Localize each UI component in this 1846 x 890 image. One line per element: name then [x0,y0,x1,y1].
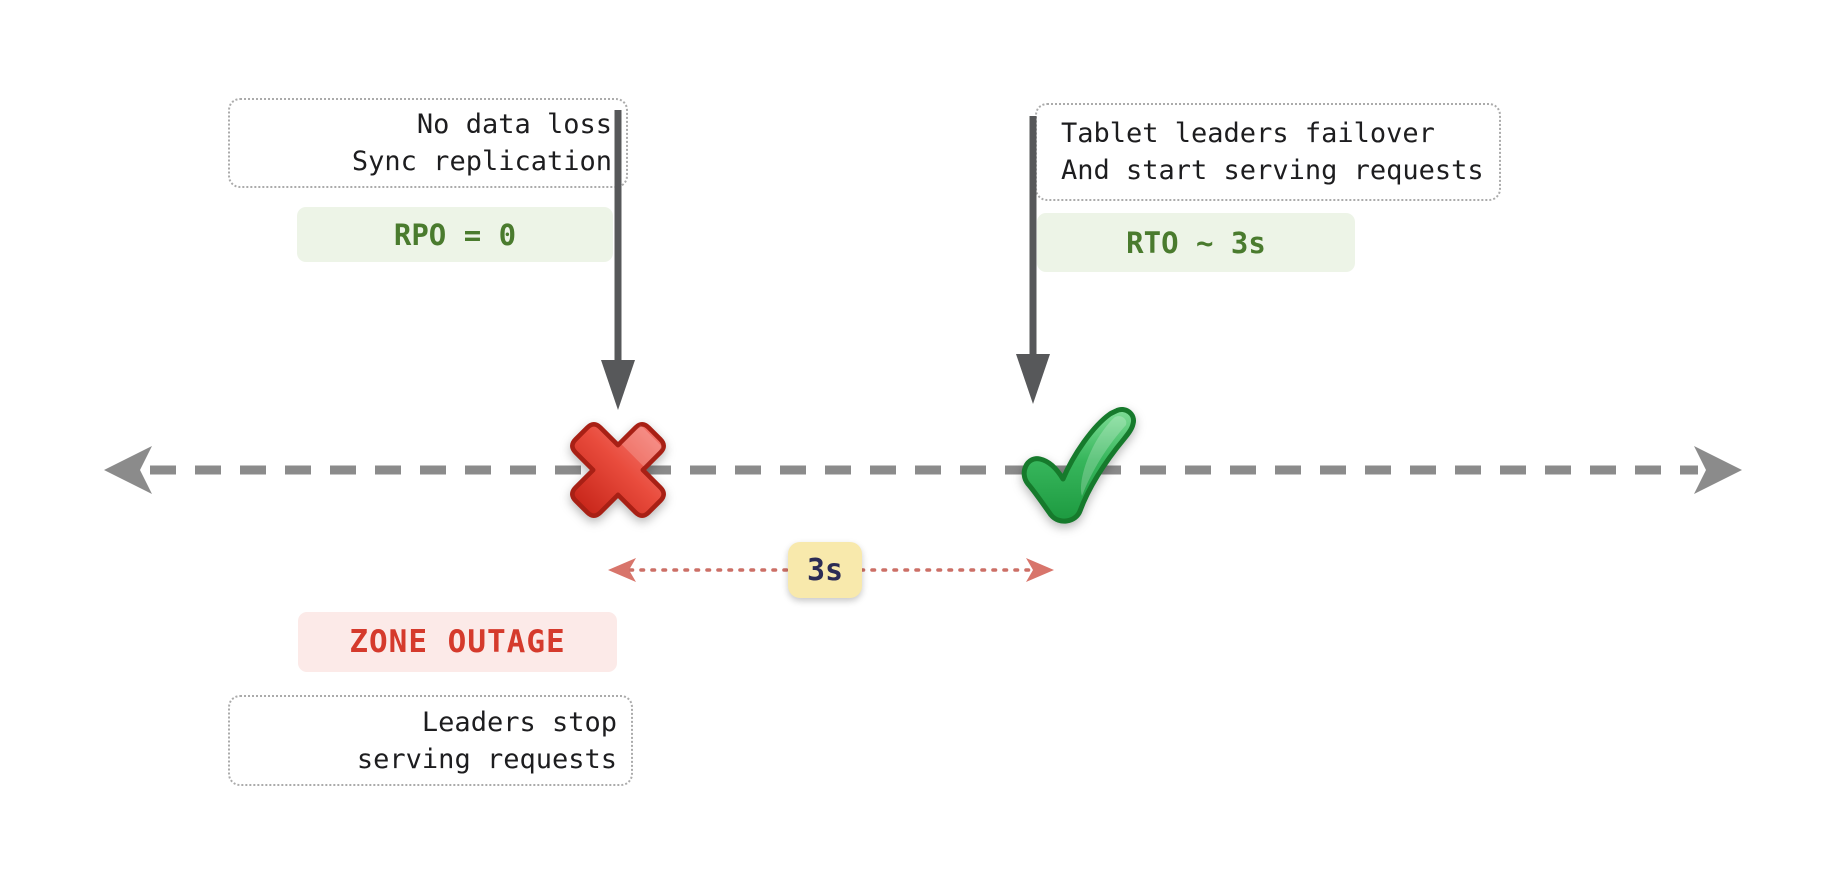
zone-outage-label: ZONE OUTAGE [349,624,566,660]
note-line: Tablet leaders failover [1061,118,1435,149]
down-arrow-icon [1011,114,1055,406]
note-box-failover: Tablet leaders failover And start servin… [1035,103,1501,201]
cross-mark-icon [556,408,680,532]
note-line: No data loss [416,109,612,140]
zone-outage-badge: ZONE OUTAGE [298,612,617,672]
right-arrow-icon [1694,446,1742,494]
rto-badge-label: RTO ~ 3s [1126,225,1266,260]
note-box-leaders-stop: Leaders stop serving requests [228,695,633,786]
note-line: Sync replication [351,146,612,177]
rpo-badge-label: RPO = 0 [393,217,517,252]
timeline-axis [0,440,1846,500]
rpo-badge: RPO = 0 [297,207,613,262]
note-line: And start serving requests [1061,155,1484,186]
left-arrow-icon [104,446,152,494]
note-box-no-data-loss: No data loss Sync replication [228,98,628,188]
note-line: serving requests [356,743,617,775]
interval-label: 3s [806,552,844,588]
interval-badge-3s: 3s [788,542,862,598]
rto-badge: RTO ~ 3s [1037,213,1355,272]
check-mark-icon [1012,404,1142,532]
down-arrow-icon [596,108,640,412]
note-line: Leaders stop [421,706,617,738]
